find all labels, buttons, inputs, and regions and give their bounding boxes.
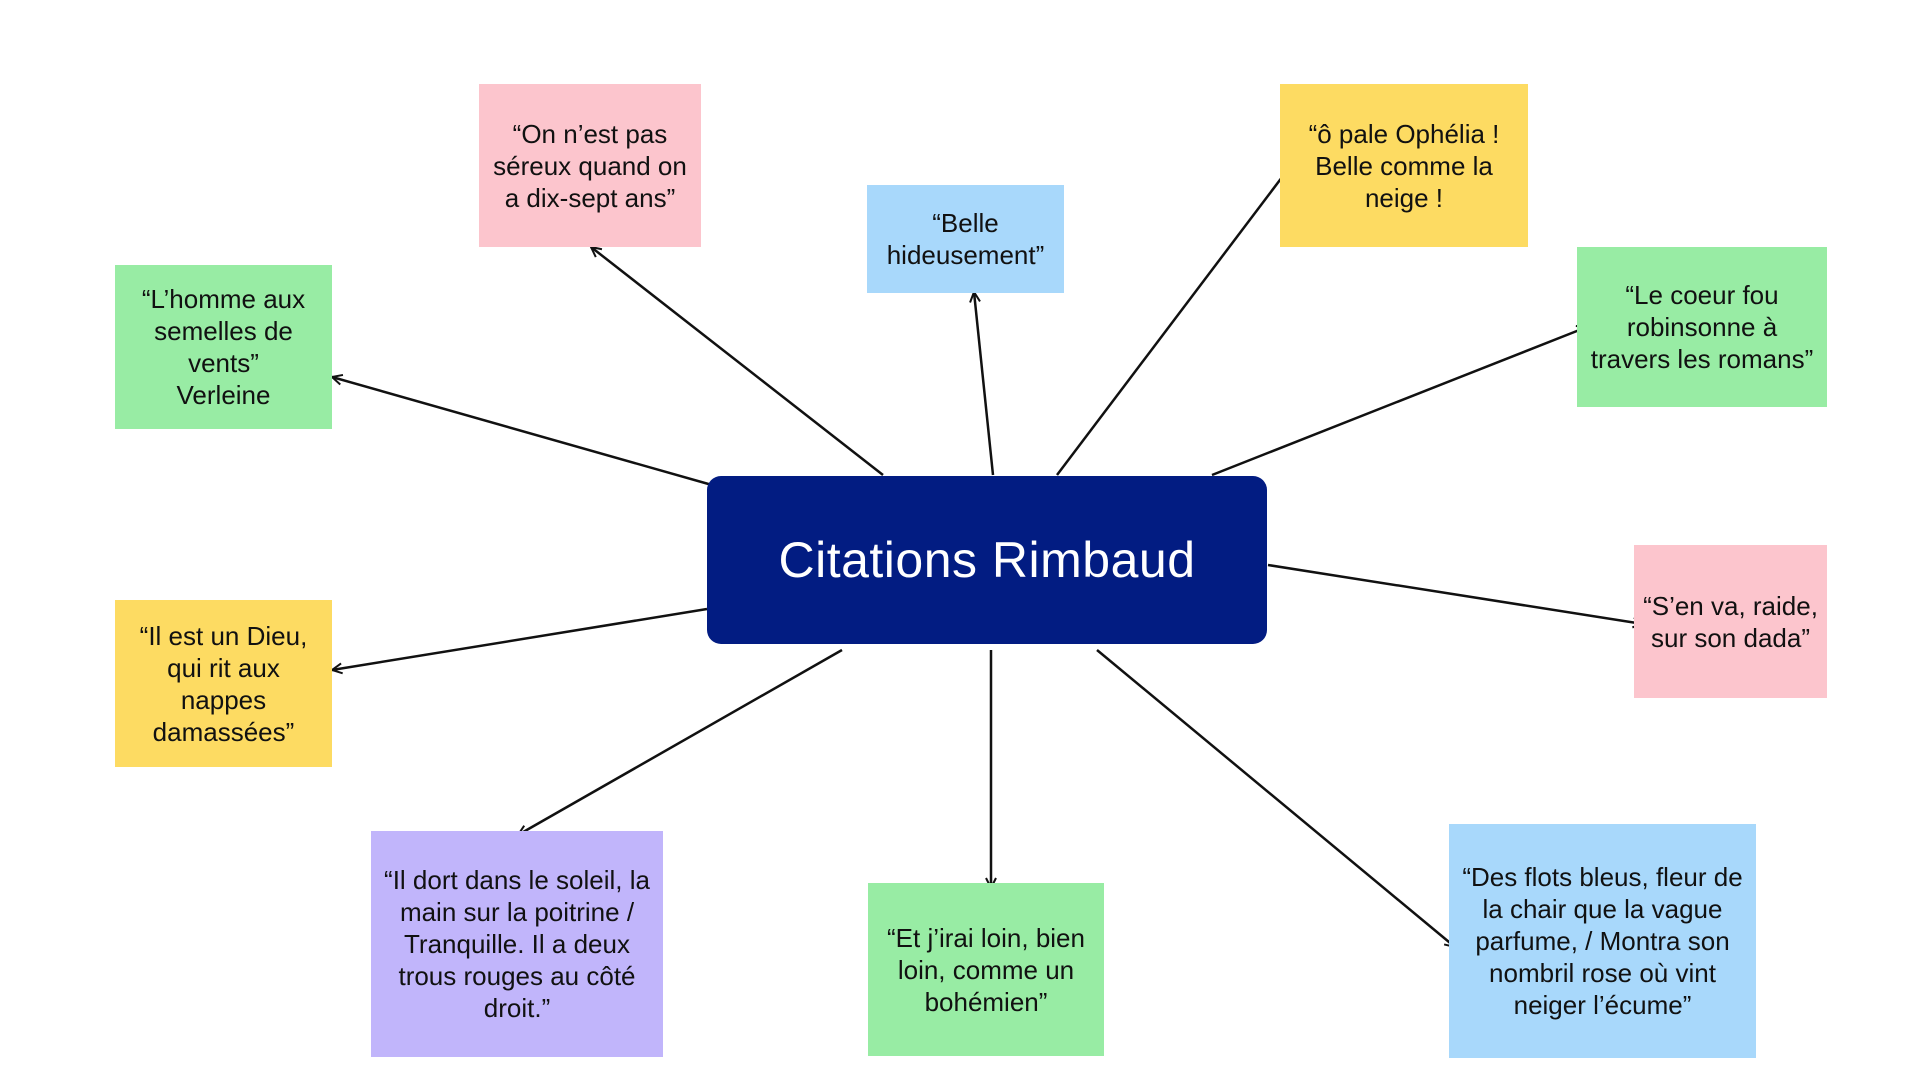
quote-note-sen-va-raide: “S’en va, raide, sur son dada” (1634, 545, 1827, 698)
quote-note-ophelia: “ô pale Ophélia ! Belle comme la neige ! (1280, 84, 1528, 247)
connector-on-nest-arrow (591, 247, 884, 476)
quote-note-belle-hideusement: “Belle hideusement” (867, 185, 1064, 293)
quote-note-et-jirai-loin: “Et j’irai loin, bien loin, comme un boh… (868, 883, 1104, 1056)
central-topic-label: Citations Rimbaud (778, 532, 1196, 588)
connector-homme-arrow (332, 377, 713, 487)
quote-note-on-nest-pas-serieux: “On n’est pas séreux quand on a dix-sept… (479, 84, 701, 247)
connector-ophelia-arrow (1056, 164, 1292, 476)
central-topic-node: Citations Rimbaud (707, 476, 1267, 644)
quote-note-il-est-un-dieu: “Il est un Dieu, qui rit aux nappes dama… (115, 600, 332, 767)
quote-note-homme-aux-semelles: “L’homme aux semelles de vents” Verleine (115, 265, 332, 429)
quote-note-coeur-fou: “Le coeur fou robinsonne à travers les r… (1577, 247, 1827, 407)
quote-note-il-dort: “Il dort dans le soleil, la main sur la … (371, 831, 663, 1057)
connector-belle-arrow (974, 292, 995, 476)
connector-sen-va-arrow (1267, 563, 1643, 624)
connector-flots-arrow (1096, 649, 1455, 947)
quote-note-flots-bleus: “Des flots bleus, fleur de la chair que … (1449, 824, 1756, 1058)
connector-dieu-arrow (332, 607, 708, 670)
connector-dort-arrow (518, 648, 843, 835)
connector-coeur-arrow (1211, 327, 1587, 477)
